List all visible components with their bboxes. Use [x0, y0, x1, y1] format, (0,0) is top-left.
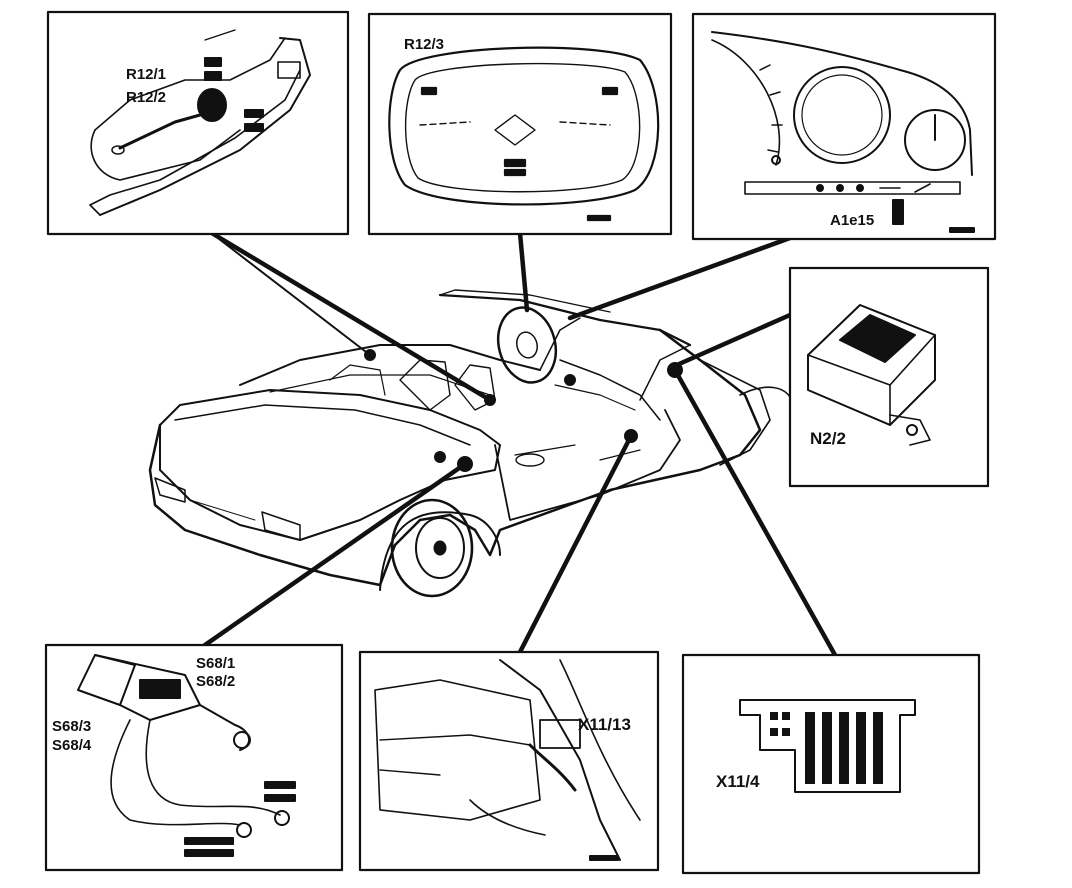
label-s68-3: S68/3 [52, 718, 92, 735]
control-module-sketch [807, 304, 936, 446]
label-r12-1: R12/1 [126, 66, 167, 83]
steering-column-sketch [89, 29, 311, 216]
steering-wheel-sketch [388, 46, 660, 222]
footwell-connector-sketch [374, 659, 641, 861]
inset-frames [44, 10, 997, 875]
label-x11-4: X11/4 [716, 772, 760, 791]
label-r12-3: R12/3 [404, 36, 445, 53]
label-s68-1: S68/1 [196, 655, 236, 672]
label-s68-4: S68/4 [52, 737, 92, 754]
connector-block-sketch [739, 699, 916, 793]
label-r12-2: R12/2 [126, 89, 167, 106]
leader-lines [202, 229, 838, 658]
car-illustration [148, 289, 796, 598]
label-s68-2: S68/2 [196, 673, 236, 690]
instrument-cluster-sketch [711, 31, 975, 233]
label-a1e15: A1e15 [830, 212, 875, 229]
label-n2-2: N2/2 [810, 429, 846, 448]
seat-switch-sketch [77, 654, 296, 857]
label-x11-13: X11/13 [578, 715, 631, 734]
